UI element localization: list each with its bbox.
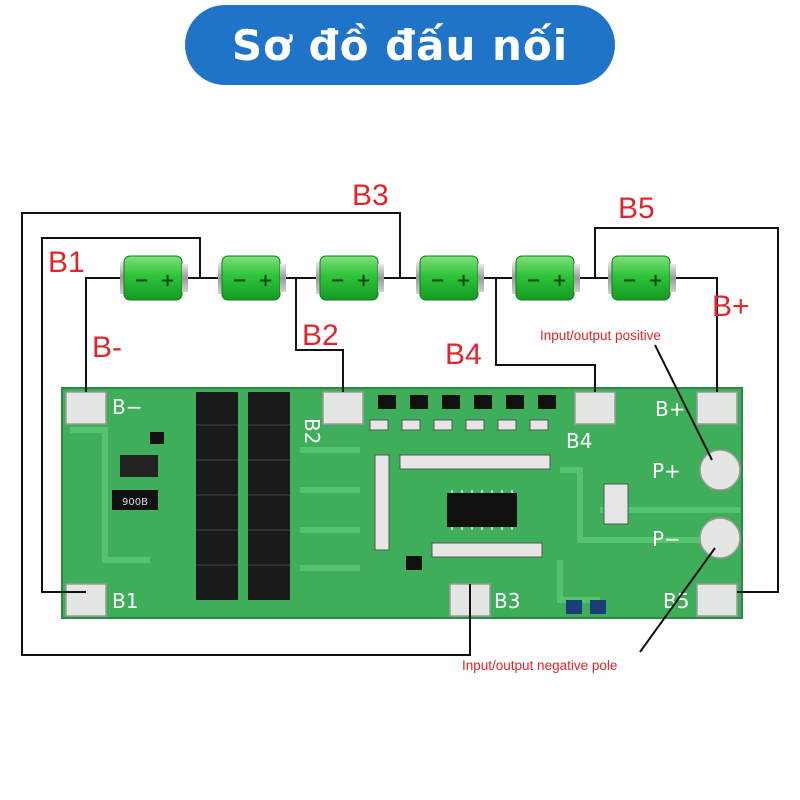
- wires: [21, 212, 779, 656]
- control-ic: [447, 493, 517, 527]
- svg-text:−: −: [622, 270, 637, 291]
- wire-b5: [594, 227, 779, 593]
- pad-b-plus: [696, 391, 738, 425]
- smd-part: [150, 432, 164, 444]
- pad-b-minus: [65, 391, 107, 425]
- svg-text:−: −: [232, 270, 247, 291]
- board-label-b4: B4: [566, 429, 592, 453]
- label-b1: B1: [48, 246, 85, 279]
- svg-text:+: +: [552, 270, 567, 291]
- wire-b4: [495, 278, 596, 392]
- svg-text:+: +: [258, 270, 273, 291]
- board-label-b2: B2: [300, 418, 324, 444]
- pointer-lines: [639, 344, 716, 653]
- battery-cell: − +: [512, 255, 580, 301]
- board-label-p-plus: P+: [652, 459, 681, 483]
- svg-text:+: +: [648, 270, 663, 291]
- label-b2: B2: [302, 319, 339, 352]
- battery-cell: − +: [416, 255, 484, 301]
- battery-cells: − + − + − + − + − +: [120, 255, 676, 301]
- board-label-b-plus: B+: [655, 397, 685, 421]
- resistor-column: [374, 454, 390, 551]
- label-b3: B3: [352, 179, 389, 212]
- pointer-negative: [639, 547, 716, 653]
- battery-cell: − +: [120, 255, 188, 301]
- ic-pins: [451, 490, 513, 530]
- transistor-row: [378, 395, 556, 409]
- battery-cell: − +: [608, 255, 676, 301]
- board-label-b-minus: B−: [112, 395, 142, 419]
- pointer-positive: [654, 344, 713, 461]
- svg-text:+: +: [160, 270, 175, 291]
- svg-text:−: −: [526, 270, 541, 291]
- note-positive: Input/output positive: [540, 328, 661, 343]
- wire-b-plus: [676, 277, 718, 392]
- wire-b2: [295, 278, 344, 392]
- svg-text:+: +: [456, 270, 471, 291]
- pad-p-minus: [699, 517, 741, 559]
- label-b-plus: B+: [712, 290, 750, 323]
- board-label-p-minus: P−: [652, 527, 681, 551]
- diagram-title: Sơ đồ đấu nối: [185, 5, 615, 85]
- smd-part: [566, 600, 582, 614]
- smd-part: [120, 455, 158, 477]
- pad-b4: [574, 391, 616, 425]
- note-negative: Input/output negative pole: [462, 658, 617, 673]
- mosfet-dividers: [196, 424, 290, 566]
- pad-b5: [696, 583, 738, 617]
- solder-pads: [65, 391, 738, 617]
- pad-b1: [65, 583, 107, 617]
- wire-labels: B1 B- B2 B3 B4 B5 B+ Input/output positi…: [48, 179, 750, 673]
- wire-b-minus: [85, 277, 120, 392]
- shunt-resistor: [112, 490, 158, 510]
- bms-board: 900B B− B1 B2 B3 B4 B5 B+ P+ P−: [61, 387, 743, 619]
- label-b-minus: B-: [92, 331, 122, 364]
- svg-text:−: −: [134, 270, 149, 291]
- label-b5: B5: [618, 192, 655, 225]
- wire-b3: [21, 212, 471, 656]
- smd-part: [406, 556, 422, 570]
- resistor-row: [369, 419, 551, 558]
- svg-text:−: −: [430, 270, 445, 291]
- pad-p-plus: [699, 449, 741, 491]
- board-label-b1: B1: [112, 589, 138, 613]
- smd-part: [603, 483, 629, 525]
- battery-cell: − +: [218, 255, 286, 301]
- board-label-b3: B3: [494, 589, 520, 613]
- pad-b2: [322, 391, 364, 425]
- svg-text:−: −: [330, 270, 345, 291]
- label-b4: B4: [445, 338, 482, 371]
- smd-part: [590, 600, 606, 614]
- battery-cell: − +: [316, 255, 384, 301]
- resistor-marking: 900B: [122, 497, 148, 508]
- svg-text:+: +: [356, 270, 371, 291]
